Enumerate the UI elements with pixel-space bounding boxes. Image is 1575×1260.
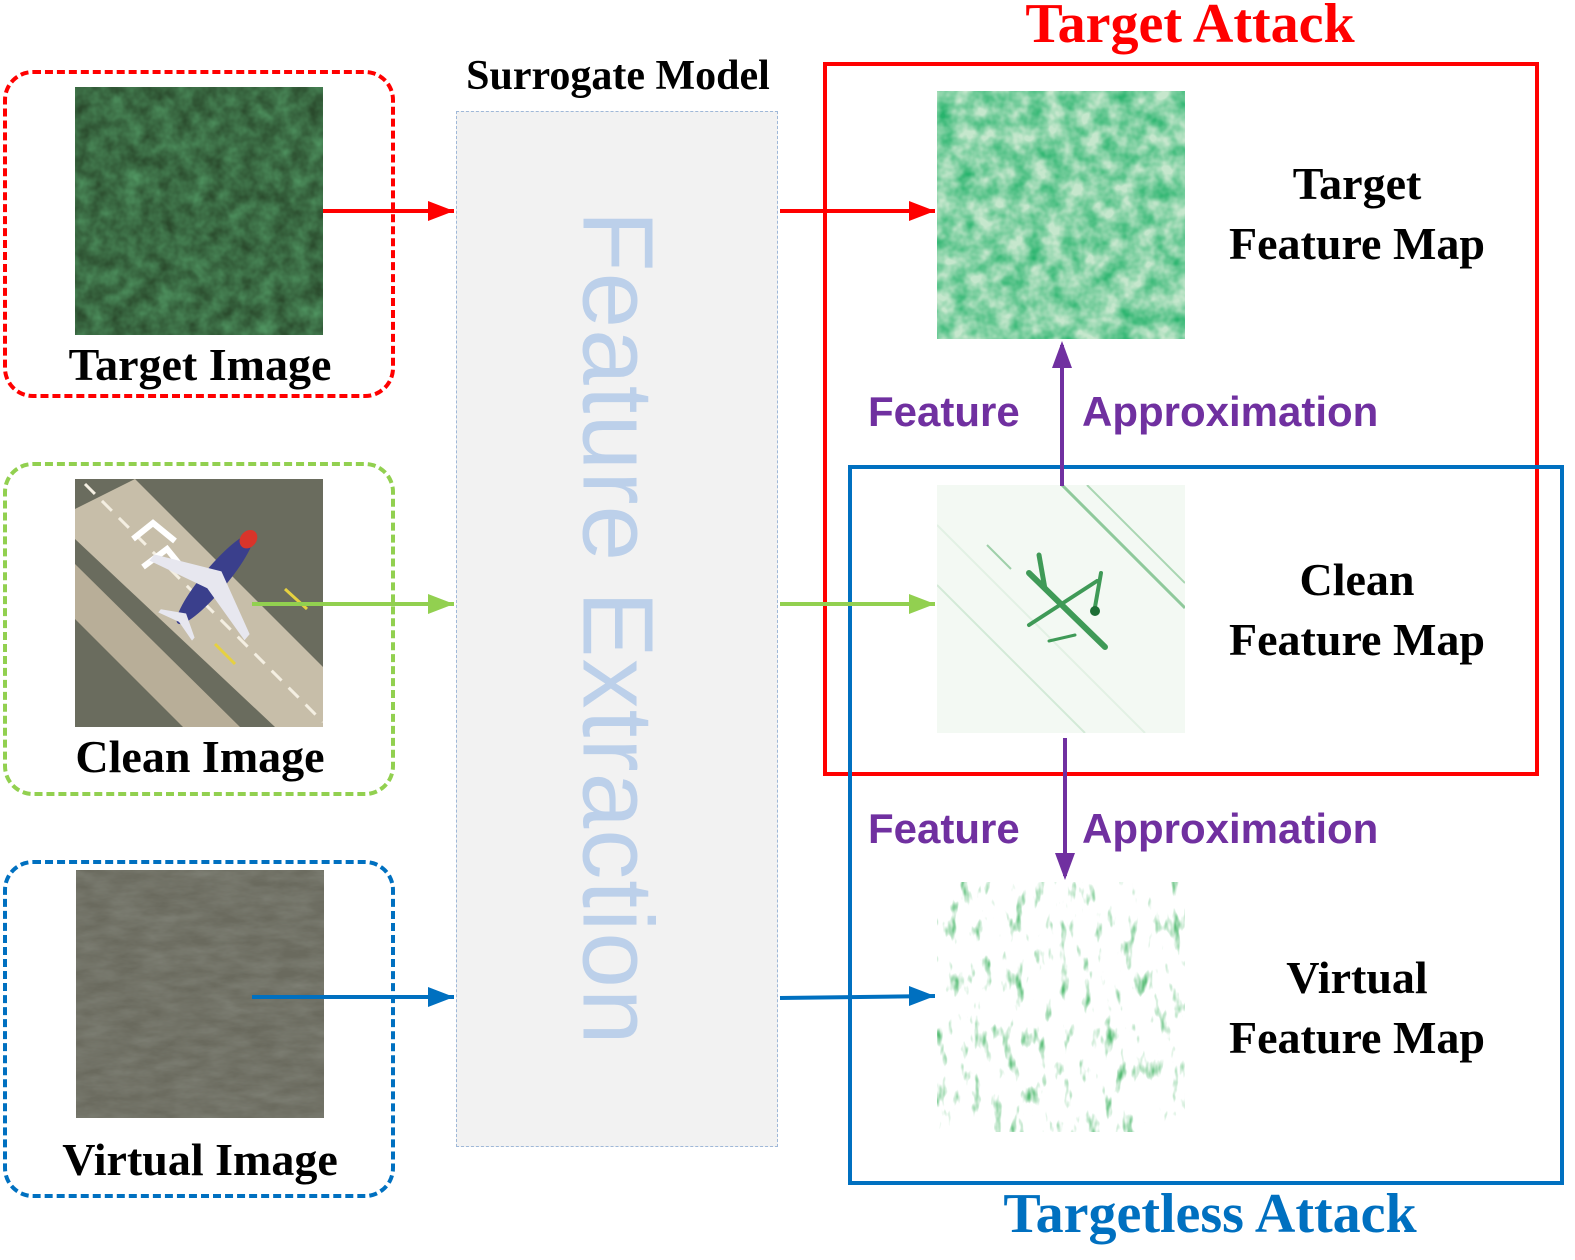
airplane-icon (149, 529, 258, 641)
virtual-feature-map-texture (937, 882, 1185, 1132)
approximation-upper-word1: Feature (868, 388, 1020, 435)
clean-image-caption: Clean Image (75, 731, 325, 782)
surrogate-model-block (456, 111, 778, 1147)
targetless-attack-title: Targetless Attack (1003, 1183, 1417, 1245)
forest-texture (75, 87, 323, 335)
clean-feature-map-caption: Clean Feature Map (1187, 550, 1527, 670)
target-feature-map-texture (937, 91, 1185, 339)
target-attack-title: Target Attack (1025, 0, 1355, 55)
targetless-attack-box (848, 465, 1564, 1185)
virtual-feature-map (937, 882, 1185, 1132)
target-feature-map-line1: Target (1292, 158, 1422, 209)
clean-image-box (3, 462, 395, 796)
target-feature-map-caption: Target Feature Map (1187, 154, 1527, 274)
target-feature-map-line2: Feature Map (1229, 218, 1485, 269)
clean-feature-map-line1: Clean (1299, 554, 1415, 605)
clean-feature-map-line2: Feature Map (1229, 614, 1485, 665)
target-image-caption: Target Image (68, 339, 332, 390)
clean-image (75, 479, 323, 727)
virtual-image-box (3, 860, 395, 1198)
approximation-upper-word2: Approximation (1082, 388, 1379, 435)
feature-extraction-label: Feature Extraction (561, 210, 674, 1046)
virtual-feature-map-line1: Virtual (1286, 952, 1428, 1003)
virtual-image (76, 870, 324, 1118)
approximation-lower-word1: Feature (868, 805, 1020, 852)
target-image (75, 87, 323, 335)
target-attack-box (823, 62, 1539, 776)
clean-feature-map-texture (937, 485, 1185, 733)
airport-runway-illustration (75, 479, 323, 727)
virtual-feature-map-caption: Virtual Feature Map (1187, 948, 1527, 1068)
surrogate-model-title: Surrogate Model (466, 53, 770, 99)
clean-feature-map (937, 485, 1185, 733)
approximation-lower-word2: Approximation (1082, 805, 1379, 852)
virtual-feature-map-line2: Feature Map (1229, 1012, 1485, 1063)
target-feature-map (937, 91, 1185, 339)
virtual-texture (76, 870, 324, 1118)
target-image-box (3, 70, 395, 398)
virtual-image-caption: Virtual Image (62, 1134, 338, 1185)
